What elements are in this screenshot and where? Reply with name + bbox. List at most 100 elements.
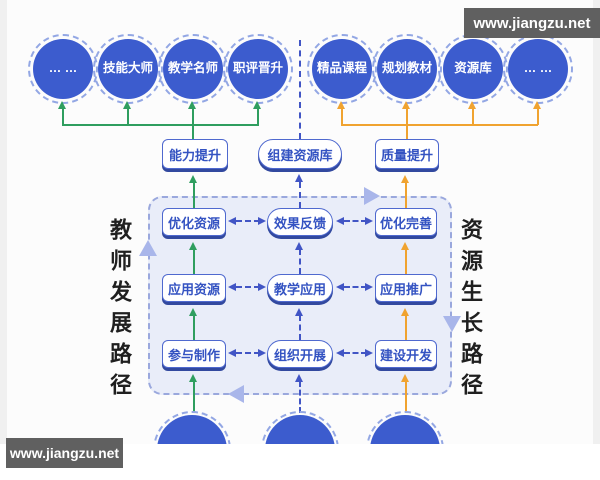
- arrow-right-icon: [365, 217, 373, 225]
- green-stub: [62, 108, 64, 125]
- center-divider-dashed-line: [299, 40, 301, 139]
- build-resource-library-box: 组建资源库: [258, 139, 342, 169]
- outcome-circle-skill-master: 技能大师: [93, 34, 163, 104]
- arrow-right-icon: [365, 283, 373, 291]
- outcome-circle-quality-courses: 精品课程: [307, 34, 377, 104]
- arrow-right-icon: [258, 283, 266, 291]
- outcome-circle-promotion: 职评晋升: [223, 34, 293, 104]
- teaching-application-box: 教学应用: [267, 274, 333, 302]
- green-stub: [192, 108, 194, 125]
- orange-stub: [341, 108, 343, 125]
- outcome-circle-label: 技能大师: [98, 39, 158, 99]
- green-flow-line: [193, 182, 195, 208]
- optimize-resources-box: 优化资源: [162, 208, 226, 236]
- green-hub-stem: [192, 126, 194, 140]
- outcome-circle-label: … …: [508, 39, 568, 99]
- arrow-up-icon: [401, 374, 409, 382]
- outcome-circle-label: 职评晋升: [228, 39, 288, 99]
- arrow-up-icon: [468, 101, 476, 109]
- green-flow-line: [193, 249, 195, 274]
- outcome-circle-resource-library: 资源库: [438, 34, 508, 104]
- green-stub: [257, 108, 259, 125]
- arrow-right-icon: [258, 217, 266, 225]
- arrow-up-icon: [253, 101, 261, 109]
- arrow-left-icon: [336, 349, 344, 357]
- quality-improvement-box: 质量提升: [375, 139, 439, 169]
- arrow-right-icon: [258, 349, 266, 357]
- blue-flow-dashed-line: [299, 182, 301, 208]
- green-flow-line: [193, 315, 195, 340]
- box-label: 组织开展: [273, 347, 326, 363]
- arrow-up-icon: [295, 374, 303, 382]
- dashed-link-line: [344, 286, 367, 288]
- orange-stub: [537, 108, 539, 125]
- resource-growth-path-label: 资源生长路径: [458, 218, 483, 404]
- arrow-up-icon: [295, 242, 303, 250]
- box-label: 应用资源: [167, 281, 220, 297]
- box-label: 质量提升: [380, 147, 433, 163]
- arrow-right-icon: [365, 349, 373, 357]
- arrow-up-icon: [337, 101, 345, 109]
- blue-flow-dashed-line: [299, 315, 301, 340]
- construction-development-box: 建设开发: [375, 340, 437, 368]
- orange-flow-line: [405, 182, 407, 208]
- arrow-up-icon: [402, 101, 410, 109]
- dashed-link-line: [344, 352, 367, 354]
- orange-flow-line: [405, 315, 407, 340]
- dashed-link-line: [236, 220, 260, 222]
- arrow-left-icon: [228, 217, 236, 225]
- effect-feedback-box: 效果反馈: [267, 208, 333, 236]
- arrow-up-icon: [189, 374, 197, 382]
- orange-stub: [472, 108, 474, 125]
- orange-branch-line: [341, 124, 538, 126]
- arrow-up-icon: [58, 101, 66, 109]
- box-label: 优化资源: [167, 215, 220, 231]
- arrow-up-icon: [401, 242, 409, 250]
- box-label: 组建资源库: [267, 147, 333, 163]
- watermark-badge-bottom-left: www.jiangzu.net: [6, 438, 123, 468]
- green-branch-line: [62, 124, 259, 126]
- outcome-circle-label: 规划教材: [377, 39, 437, 99]
- arrow-up-icon: [295, 174, 303, 182]
- outcome-circle-label: … …: [33, 39, 93, 99]
- box-label: 建设开发: [379, 347, 432, 363]
- arrow-up-icon: [401, 308, 409, 316]
- organize-development-box: 组织开展: [267, 340, 333, 368]
- dashed-link-line: [236, 286, 260, 288]
- left-edge-strip: [0, 0, 7, 480]
- teacher-development-path-label: 教师发展路径: [107, 218, 132, 404]
- arrow-up-icon: [123, 101, 131, 109]
- orange-flow-line: [405, 249, 407, 274]
- arrow-left-icon: [228, 283, 236, 291]
- optimize-improve-box: 优化完善: [375, 208, 437, 236]
- orange-stub: [406, 108, 408, 125]
- arrow-up-icon: [295, 308, 303, 316]
- watermark-badge-top-right: www.jiangzu.net: [464, 8, 600, 38]
- arrow-up-icon: [189, 242, 197, 250]
- arrow-left-icon: [336, 217, 344, 225]
- arrow-left-icon: [228, 349, 236, 357]
- cycle-arrow-right-icon: [364, 187, 380, 205]
- participate-production-box: 参与制作: [162, 340, 226, 368]
- outcome-circle-planned-textbooks: 规划教材: [372, 34, 442, 104]
- arrow-up-icon: [189, 308, 197, 316]
- blue-flow-dashed-line: [299, 249, 301, 274]
- arrow-up-icon: [533, 101, 541, 109]
- blue-flow-dashed-line: [299, 381, 301, 413]
- ability-improvement-box: 能力提升: [162, 139, 228, 169]
- arrow-left-icon: [336, 283, 344, 291]
- green-stub: [127, 108, 129, 125]
- box-label: 应用推广: [379, 281, 432, 297]
- box-label: 教学应用: [273, 281, 326, 297]
- box-label: 优化完善: [379, 215, 432, 231]
- arrow-up-icon: [188, 101, 196, 109]
- outcome-circle-label: 精品课程: [312, 39, 372, 99]
- arrow-up-icon: [189, 175, 197, 183]
- cycle-arrow-left-icon: [228, 385, 244, 403]
- outcome-circle-label: 教学名师: [163, 39, 223, 99]
- outcome-circle-label: 资源库: [443, 39, 503, 99]
- outcome-circle-teaching-master: 教学名师: [158, 34, 228, 104]
- outcome-circle-ellipsis-right: … …: [503, 34, 573, 104]
- dashed-link-line: [236, 352, 260, 354]
